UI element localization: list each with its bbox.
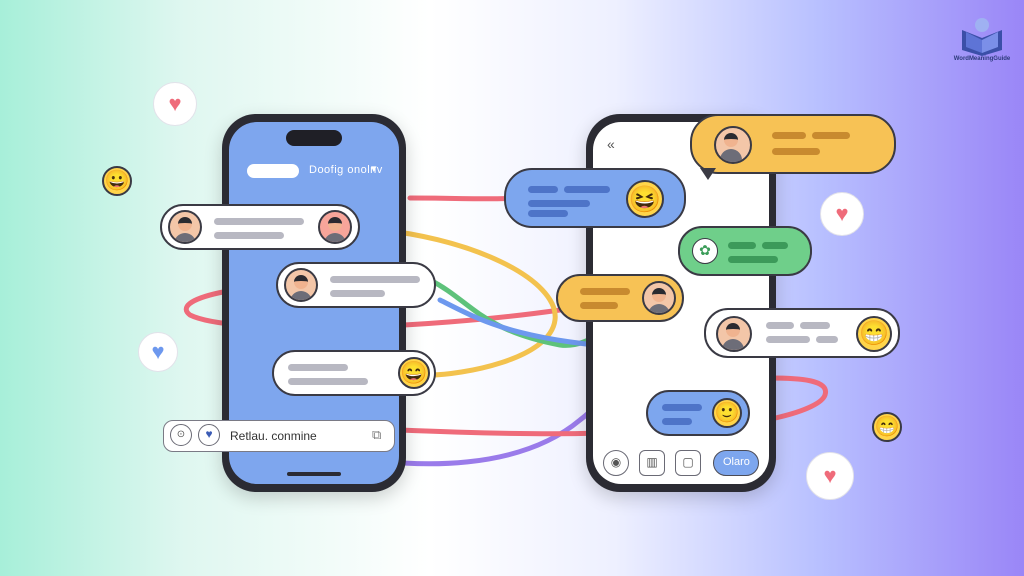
smiley-emoji-icon: 😄 — [398, 357, 430, 389]
yellow-curve-line — [357, 225, 558, 378]
message-text-line — [762, 242, 788, 249]
message-text-line — [528, 210, 568, 217]
heart-icon: ♥ — [806, 452, 854, 500]
grid-icon[interactable]: ▥ — [639, 450, 665, 476]
chat-icon[interactable]: ▢ — [675, 450, 701, 476]
message-text-line — [800, 322, 830, 329]
home-indicator — [287, 472, 341, 476]
avatar — [714, 126, 752, 164]
header-pill[interactable] — [247, 164, 299, 178]
message-text-line — [812, 132, 850, 139]
message-text-line — [330, 276, 420, 283]
avatar — [642, 281, 676, 315]
header-title: Doofig onolnv — [309, 164, 383, 176]
grinning-emoji-icon: 😁 — [856, 316, 892, 352]
message-text-line — [728, 256, 778, 263]
message-text-line — [816, 336, 838, 343]
message-bubble-blue-2[interactable]: 🙂 — [646, 390, 750, 436]
message-text-line — [766, 322, 794, 329]
message-text-line — [662, 418, 692, 425]
laughing-emoji-icon: 😆 — [626, 180, 664, 218]
message-bubble-blue-1[interactable]: 😆 — [504, 168, 686, 228]
message-text-line — [528, 200, 590, 207]
message-input-text: Retlau. conmine — [230, 429, 317, 443]
message-text-line — [288, 364, 348, 371]
message-bubble-green-1[interactable]: ✿ — [678, 226, 812, 276]
avatar — [716, 316, 752, 352]
location-icon[interactable]: ◉ — [603, 450, 629, 476]
message-text-line — [580, 288, 630, 295]
emoji-picker-icon[interactable]: ⧉ — [372, 427, 382, 442]
bubble-tail — [700, 168, 716, 180]
send-button[interactable]: Olaro — [713, 450, 759, 476]
heart-icon: ♥ — [820, 192, 864, 236]
message-text-line — [330, 290, 385, 297]
smiley-emoji-icon: 😀 — [102, 166, 132, 196]
smile-emoji-icon: 🙂 — [712, 398, 742, 428]
brand-name: WordMeaningGuide — [953, 56, 1011, 62]
message-text-line — [580, 302, 618, 309]
message-text-line — [728, 242, 756, 249]
message-bubble-left-2[interactable] — [276, 262, 436, 308]
bottom-toolbar: ◉ ▥ ▢ Olaro — [601, 448, 761, 478]
message-text-line — [214, 218, 304, 225]
message-bubble-yellow-1[interactable] — [690, 114, 896, 174]
notch — [286, 130, 342, 146]
message-input-bar[interactable]: ⊙ ♥ Retlau. conmine ⧉ — [163, 420, 395, 452]
message-text-line — [766, 336, 810, 343]
message-bubble-left-3[interactable]: 😄 — [272, 350, 436, 396]
brand-logo: WordMeaningGuide — [950, 16, 1014, 68]
message-text-line — [772, 148, 820, 155]
avatar — [318, 210, 352, 244]
message-text-line — [528, 186, 558, 193]
message-text-line — [662, 404, 702, 411]
message-bubble-right-white[interactable]: 😁 — [704, 308, 900, 358]
message-text-line — [564, 186, 610, 193]
sticker-icon: ✿ — [692, 238, 718, 264]
smiley-emoji-icon: 😁 — [872, 412, 902, 442]
message-text-line — [214, 232, 284, 239]
message-text-line — [288, 378, 368, 385]
book-logo-icon — [962, 18, 1002, 56]
heart-icon: ♥ — [138, 332, 178, 372]
avatar — [284, 268, 318, 302]
chevron-down-icon[interactable]: ▾ — [371, 163, 377, 175]
message-bubble-left-1[interactable] — [160, 204, 360, 250]
message-bubble-yellow-2[interactable] — [556, 274, 684, 322]
attachment-icon[interactable]: ⊙ — [170, 424, 192, 446]
message-text-line — [772, 132, 806, 139]
heart-icon[interactable]: ♥ — [198, 424, 220, 446]
avatar — [168, 210, 202, 244]
heart-icon: ♥ — [153, 82, 197, 126]
send-button-label: Olaro — [723, 456, 750, 468]
back-icon[interactable]: « — [607, 136, 615, 152]
